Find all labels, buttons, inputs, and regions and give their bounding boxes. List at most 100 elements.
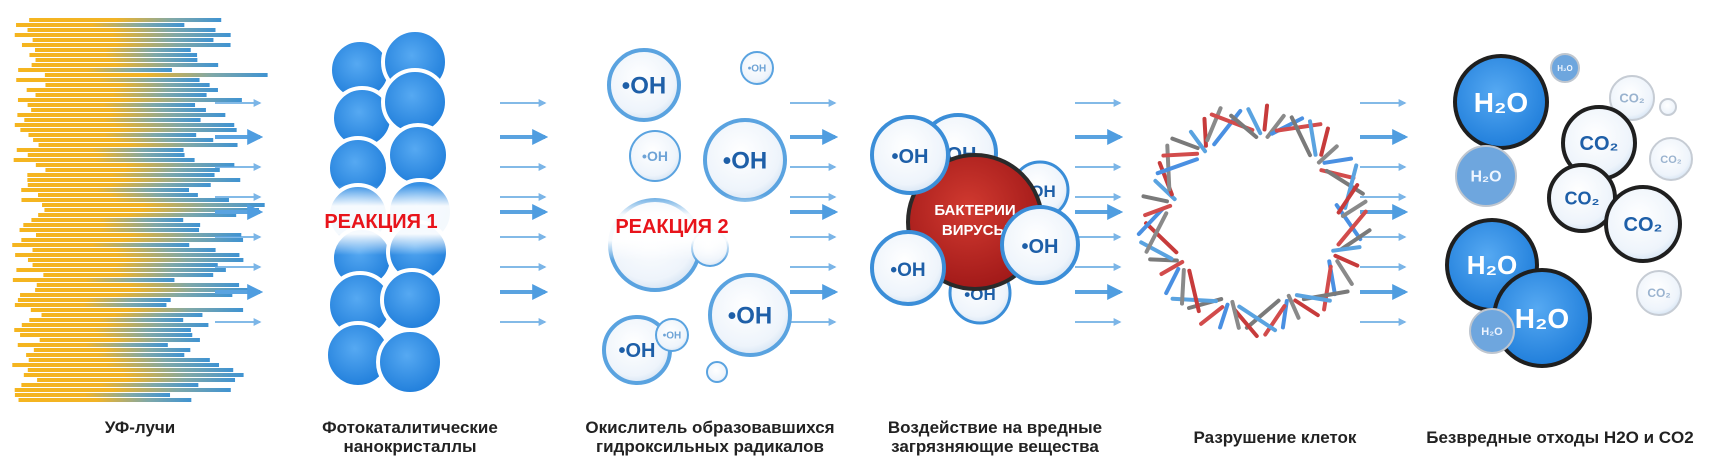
cell-fragment — [1232, 307, 1259, 338]
caption-line: Разрушение клеток — [1193, 428, 1357, 447]
uv-ray-bar — [17, 298, 171, 302]
uv-ray-bar — [17, 113, 226, 117]
caption-line: Воздействие на вредные — [887, 418, 1103, 437]
oh-bubble-label: •OH — [890, 260, 925, 281]
uv-ray-bar — [44, 208, 259, 212]
uv-ray-bar — [29, 53, 198, 57]
uv-ray-bar — [20, 293, 233, 297]
co2-label: CO₂ — [1619, 91, 1645, 106]
uv-ray-bar — [27, 258, 244, 262]
uv-ray-bar — [36, 233, 242, 237]
cell-fragment — [1218, 302, 1230, 330]
uv-ray-bar — [27, 153, 185, 157]
caption-pollutants: Воздействие на вредные загрязняющие веще… — [870, 418, 1120, 456]
oh-radical-bubble — [655, 318, 689, 352]
cell-fragment — [1205, 106, 1223, 143]
oh-radical-label: •OH — [663, 331, 682, 342]
cell-fragment — [1170, 136, 1200, 151]
uv-ray-bar — [16, 78, 200, 82]
arrows-after-destruction — [1360, 99, 1409, 326]
uv-ray-bar — [15, 253, 240, 257]
uv-ray-bar — [12, 363, 220, 367]
uv-ray-bar — [45, 168, 220, 172]
cell-fragment — [1331, 245, 1362, 253]
cell-fragment — [1144, 221, 1179, 255]
uv-ray-bar — [26, 353, 185, 357]
uv-ray-bar — [21, 188, 189, 192]
cell-fragment — [1293, 298, 1320, 318]
uv-ray-bar — [45, 83, 210, 87]
uv-ray-bar — [33, 138, 214, 142]
uv-ray-bar — [38, 143, 238, 147]
core-line-1: БАКТЕРИИ — [934, 202, 1015, 219]
uv-ray-bar — [38, 213, 237, 217]
h2o-label: H₂O — [1467, 250, 1518, 280]
uv-ray-bar — [35, 48, 191, 52]
co2-molecule — [1604, 185, 1682, 263]
uv-ray-bar — [13, 158, 195, 162]
uv-ray-bar — [27, 103, 196, 107]
oh-bubble-label: •OH — [1021, 236, 1058, 258]
cell-debris-ring — [1136, 103, 1372, 338]
cell-fragment — [1159, 260, 1185, 276]
reaction-2-label: РЕАКЦИЯ 2 — [615, 216, 728, 238]
h2o-molecule — [1469, 308, 1515, 354]
uv-ray-bar — [21, 323, 209, 327]
core-line-2: ВИРУСЫ — [942, 222, 1008, 239]
caption-line: нанокристаллы — [343, 437, 477, 456]
uv-ray-bar — [27, 183, 211, 187]
uv-ray-bar — [27, 368, 234, 372]
oh-bubble — [1000, 205, 1080, 285]
oh-radical-label: •OH — [748, 64, 767, 75]
cell-fragment — [1262, 103, 1270, 132]
uv-ray-bar — [18, 68, 172, 72]
cell-fragment — [1161, 151, 1200, 158]
uv-ray-bar — [23, 373, 244, 377]
cell-fragment — [1237, 304, 1278, 333]
uv-ray-bar — [27, 178, 241, 182]
uv-ray-bar — [35, 288, 251, 292]
oh-radical-bubble — [629, 130, 681, 182]
cell-fragment — [1136, 206, 1165, 237]
caption-line: Безвредные отходы H2O и CO2 — [1426, 428, 1694, 447]
reaction-1-label: РЕАКЦИЯ 1 — [324, 211, 437, 233]
uv-ray-bar — [14, 303, 167, 307]
caption-line: загрязняющие вещества — [891, 437, 1099, 456]
uv-ray-bar — [31, 108, 206, 112]
uv-ray-bar — [20, 128, 237, 132]
cell-fragment — [1144, 211, 1169, 254]
uv-ray-bar — [18, 398, 192, 402]
cell-fragment — [1324, 168, 1365, 196]
cell-fragment — [1294, 293, 1332, 303]
h2o-label: H₂O — [1557, 64, 1573, 73]
uv-ray-bar — [24, 118, 201, 122]
uv-ray-bar — [20, 333, 193, 337]
co2-molecule — [1659, 98, 1677, 116]
h2o-label: H₂O — [1470, 169, 1501, 186]
uv-ray-bar — [35, 93, 207, 97]
uv-ray-bar — [14, 328, 191, 332]
uv-ray-bar — [14, 393, 171, 397]
oh-radical-bubble — [708, 273, 792, 357]
uv-ray-bar — [41, 313, 203, 317]
oh-radical-label: •OH — [723, 147, 767, 174]
uv-ray-bar — [17, 98, 242, 102]
uv-ray-bar — [31, 63, 219, 67]
cell-fragment — [1187, 268, 1201, 314]
uv-ray-bar — [43, 273, 214, 277]
arrows-after-uv — [215, 99, 264, 326]
cell-fragment — [1336, 209, 1368, 247]
uv-ray-bar — [12, 243, 190, 247]
uv-ray-bar — [19, 228, 200, 232]
oh-bubble-label: •OH — [891, 146, 928, 168]
uv-ray-bar — [37, 378, 236, 382]
uv-ray-bar — [35, 58, 198, 62]
h2o-label: H₂O — [1481, 326, 1503, 338]
cell-fragment — [1212, 108, 1243, 147]
cell-fragment — [1286, 293, 1301, 320]
uv-ray-bar — [12, 278, 175, 282]
uv-ray-bar — [21, 43, 231, 47]
cell-fragment — [1340, 199, 1368, 219]
uv-ray-bar — [29, 318, 184, 322]
h2o-molecule — [1550, 53, 1580, 83]
